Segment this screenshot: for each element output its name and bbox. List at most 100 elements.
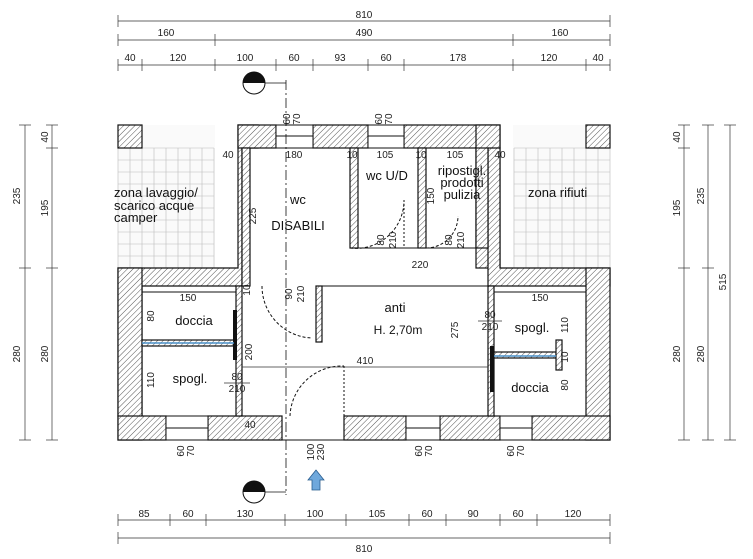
dim-40b: 40 <box>494 150 506 161</box>
dim-door-st-b: 210 <box>456 231 467 248</box>
dim-105b: 105 <box>447 150 464 161</box>
dim-right-40: 40 <box>672 131 683 143</box>
fixtures <box>142 342 556 357</box>
dim-top-178: 178 <box>450 53 467 64</box>
dim-win-bot3-a: 60 <box>506 445 517 457</box>
room-waste: zona rifiuti <box>528 185 587 200</box>
section-label-bottom: A <box>251 482 258 493</box>
bottom-dimensions: 85 60 130 100 105 60 90 60 120 810 <box>117 509 611 555</box>
dim-bot-60c: 60 <box>512 509 524 520</box>
dim-win-top2-a: 60 <box>374 113 385 125</box>
dim-door-dis-b: 210 <box>296 285 307 302</box>
dim-total-bottom: 810 <box>356 544 373 555</box>
dim-bot-120: 120 <box>565 509 582 520</box>
dim-win-bot3-b: 70 <box>516 445 527 457</box>
dim-entry-a: 100 <box>306 443 317 460</box>
dim-220: 220 <box>412 260 429 271</box>
dim-wall40a: 40 <box>222 150 234 161</box>
dim-80-left: 80 <box>146 310 157 322</box>
windows <box>165 124 533 441</box>
dim-80-right: 80 <box>560 379 571 391</box>
dim-right-235: 235 <box>696 187 707 204</box>
dim-left-280a: 280 <box>12 345 23 362</box>
dim-150-left: 150 <box>180 293 197 304</box>
outdoor-grid-right <box>513 125 611 269</box>
dim-top-120b: 120 <box>541 53 558 64</box>
dim-top-160a: 160 <box>158 28 175 39</box>
dim-win-bot2-b: 70 <box>424 445 435 457</box>
dim-right-280a: 280 <box>696 345 707 362</box>
dim-door-st-a: 80 <box>444 234 455 246</box>
dim-10-right: 10 <box>560 351 571 363</box>
dim-entry-b: 230 <box>316 443 327 460</box>
dim-win-top1-a: 60 <box>282 113 293 125</box>
dim-110-right: 110 <box>560 317 571 333</box>
dim-door-sp-r-b: 210 <box>482 322 499 333</box>
dim-top-60b: 60 <box>380 53 392 64</box>
dim-win-top1-b: 70 <box>292 113 303 125</box>
entrance-arrow-icon <box>307 469 325 491</box>
dim-bot-85: 85 <box>138 509 150 520</box>
dim-top-40b: 40 <box>592 53 604 64</box>
section-label-top: A <box>251 73 258 84</box>
dim-door-wc-b: 210 <box>388 231 399 248</box>
room-wc-ud: wc U/D <box>365 168 408 183</box>
dim-top-93: 93 <box>334 53 346 64</box>
dim-410: 410 <box>357 356 374 367</box>
dim-10b: 10 <box>415 150 427 161</box>
room-locker-right: spogl. <box>515 320 550 335</box>
left-dimensions: 235 280 40 195 280 <box>12 124 58 441</box>
dim-door-dis-a: 90 <box>284 288 295 300</box>
dim-225: 225 <box>248 207 259 224</box>
dim-left-195: 195 <box>40 199 51 216</box>
room-locker-left: spogl. <box>173 371 208 386</box>
dim-40-bottom: 40 <box>244 420 256 431</box>
room-washing-2: scarico acque <box>114 198 194 213</box>
room-storage-2: prodotti <box>440 175 483 190</box>
dim-top-120a: 120 <box>170 53 187 64</box>
dim-bot-105: 105 <box>369 509 386 520</box>
right-dimensions: 40 195 280 235 280 515 <box>672 124 736 441</box>
room-shower-right: doccia <box>511 380 549 395</box>
dim-110-left: 110 <box>146 372 157 388</box>
dim-bot-60a: 60 <box>182 509 194 520</box>
dim-right-280b: 280 <box>672 345 683 362</box>
dim-top-490: 490 <box>356 28 373 39</box>
dim-top-60a: 60 <box>288 53 300 64</box>
dim-bot-100: 100 <box>307 509 324 520</box>
dim-door-sp-l-a: 80 <box>231 372 243 383</box>
dim-bot-90: 90 <box>467 509 479 520</box>
dim-bot-130: 130 <box>237 509 254 520</box>
room-washing-3: camper <box>114 210 158 225</box>
dim-150-right: 150 <box>532 293 549 304</box>
dim-door-wc-a: 80 <box>376 234 387 246</box>
top-dimensions: 810 160 490 160 40 120 100 60 93 60 178 … <box>117 10 611 71</box>
room-anti-height: H. 2,70m <box>374 323 423 337</box>
dim-win-bot1-a: 60 <box>176 445 187 457</box>
room-shower-left: doccia <box>175 313 213 328</box>
dim-200: 200 <box>244 343 255 360</box>
room-anti: anti <box>385 300 406 315</box>
dim-left-40: 40 <box>40 131 51 143</box>
dim-180: 180 <box>286 150 303 161</box>
dim-left-280b: 280 <box>40 345 51 362</box>
dim-win-top2-b: 70 <box>384 113 395 125</box>
room-wc-1: wc <box>289 192 306 207</box>
doors <box>233 199 494 417</box>
outdoor-grid-left <box>117 125 215 269</box>
dim-10-left: 10 <box>242 284 253 296</box>
dim-right-515: 515 <box>718 273 729 290</box>
dim-win-bot1-b: 70 <box>186 445 197 457</box>
dim-top-160b: 160 <box>552 28 569 39</box>
dim-total-top: 810 <box>356 10 373 21</box>
dim-top-100: 100 <box>237 53 254 64</box>
dim-10a: 10 <box>346 150 358 161</box>
dim-right-195: 195 <box>672 199 683 216</box>
room-storage-1: ripostigl. <box>438 163 486 178</box>
dim-105a: 105 <box>377 150 394 161</box>
dim-win-bot2-a: 60 <box>414 445 425 457</box>
dim-150: 150 <box>426 187 437 204</box>
room-washing-1: zona lavaggio/ <box>114 185 198 200</box>
dim-275: 275 <box>450 321 461 338</box>
